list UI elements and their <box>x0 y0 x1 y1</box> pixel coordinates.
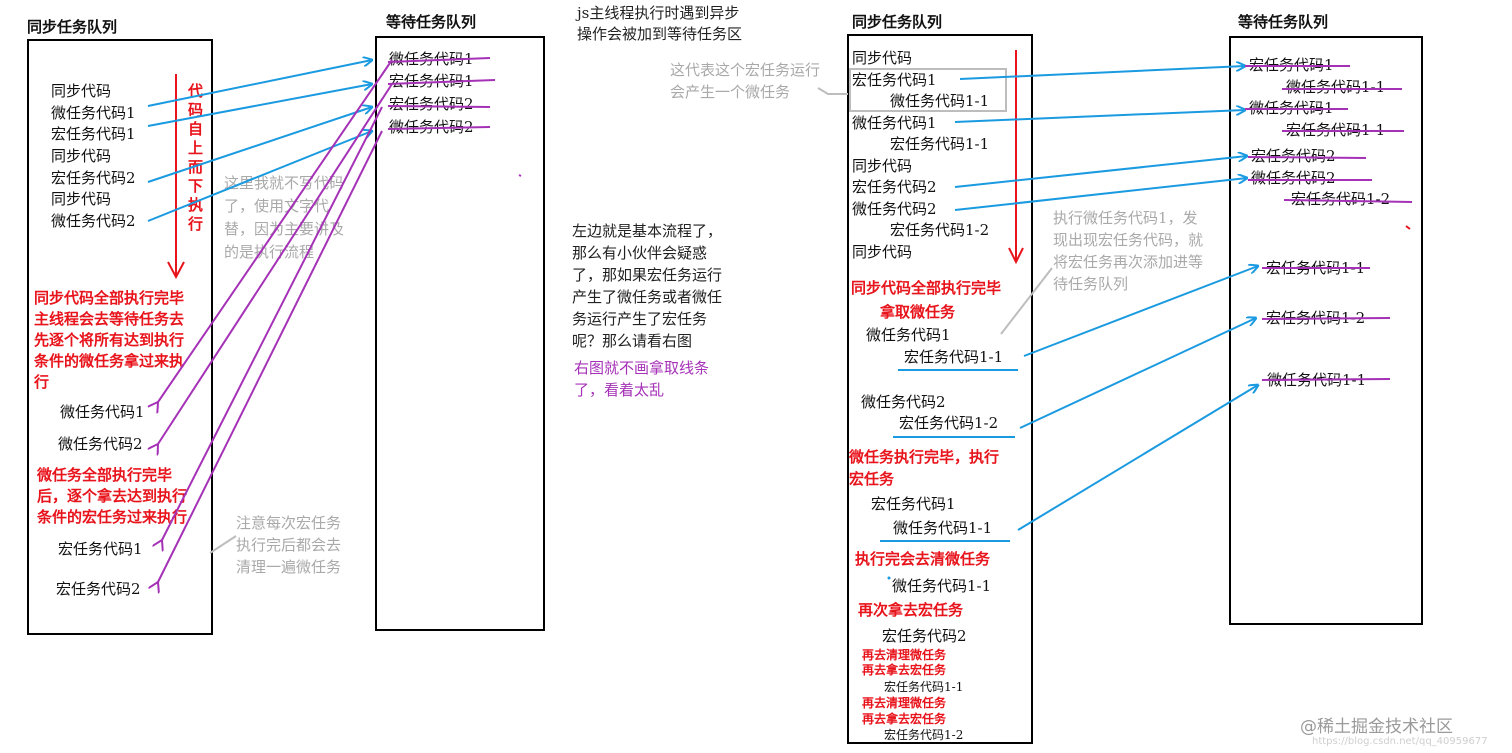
left-red-note-line: 先逐个将所有达到执行 <box>34 331 185 349</box>
right-sync-item: 宏任务代码1 <box>852 71 937 89</box>
left-red-note-line: 条件的微任务拿过来执 <box>34 352 185 370</box>
watermark-url: https://blog.csdn.net/qq_40959677 <box>1312 736 1488 747</box>
left-red-note2-line: 微任务全部执行完毕 <box>37 466 173 484</box>
right-sync-item: 宏任务代码2 <box>852 178 937 196</box>
right-exec-item: 宏任务代码1-2 <box>899 414 999 432</box>
left-sync-item: 同步代码 <box>51 82 112 100</box>
right-small-step: 再去拿去宏任务 <box>862 663 947 677</box>
left-red-note2-line: 后，逐个拿去达到执行 <box>37 487 188 505</box>
right-red-note2-line: 宏任务 <box>849 470 895 488</box>
left-red-note-line: 行 <box>34 373 50 391</box>
right-sync-item: 微任务代码2 <box>852 200 937 218</box>
right-small-step: 再去拿去宏任务 <box>862 712 947 726</box>
middle-purple-note-line: 右图就不画拿取线条 <box>574 359 710 377</box>
left-wait-item: 宏任务代码2 <box>389 95 474 113</box>
left-gray-note2-line: 清理一遍微任务 <box>236 558 342 576</box>
right-exec-item: 微任务代码1-1 <box>892 577 992 595</box>
watermark-brand: @稀土掘金技术社区 <box>1300 717 1453 737</box>
left-red-note-line: 主线程会去等待任务去 <box>34 310 185 328</box>
right-wait-item: 宏任务代码1-1 <box>1266 259 1366 277</box>
middle-explain-line: 务运行产生了宏任务 <box>572 310 708 328</box>
macro-with-micro-highlight-box <box>849 68 1007 112</box>
right-exec-item: 宏任务代码2 <box>882 627 967 645</box>
underline-marker <box>880 540 1010 542</box>
left-sync-item: 微任务代码1 <box>51 104 136 122</box>
right-gray-note-top-line: 这代表这个宏任务运行 <box>670 61 821 79</box>
left-sync-item: 宏任务代码1 <box>51 125 136 143</box>
right-red-note3: 执行完会去清微任务 <box>855 550 991 568</box>
middle-top-note-line: 操作会被加到等待任务区 <box>577 25 743 43</box>
right-small-step: 再去清理微任务 <box>862 648 947 662</box>
left-red-note2-line: 条件的宏任务过来执行 <box>37 508 188 526</box>
left-sync-item: 微任务代码2 <box>51 212 136 230</box>
right-exec-item: 微任务代码2 <box>861 393 946 411</box>
right-wait-item: 微任务代码1 <box>1249 99 1334 117</box>
right-small-step: 宏任务代码1-2 <box>884 728 964 742</box>
middle-explain-line: 了，那如果宏任务运行 <box>572 266 723 284</box>
right-exec-item: 宏任务代码1-1 <box>904 348 1004 366</box>
right-sync-item: 同步代码 <box>852 243 913 261</box>
gray-connector <box>817 87 848 95</box>
left-gray-note: 这里我就不写代码了，使用文字代替，因为主要讲及的是执行流程 <box>224 174 345 261</box>
right-sync-item: 宏任务代码1-2 <box>890 221 990 239</box>
right-gray-note-top-line: 会产生一个微任务 <box>670 83 791 101</box>
right-gray-note-mid-line: 现出现宏任务代码，就 <box>1053 231 1204 249</box>
left-sync-item: 同步代码 <box>51 147 112 165</box>
right-sync-item: 宏任务代码1-1 <box>890 135 990 153</box>
left-wait-item: 微任务代码2 <box>389 118 474 136</box>
right-red-note1-line: 同步代码全部执行完毕 <box>851 279 1002 297</box>
right-wait-item: 宏任务代码1-2 <box>1266 309 1366 327</box>
right-wait-item: 宏任务代码1-1 <box>1286 121 1386 139</box>
left-wait-queue-title: 等待任务队列 <box>386 13 477 31</box>
right-sync-item: 同步代码 <box>852 49 913 67</box>
right-wait-item: 宏任务代码1 <box>1249 56 1334 74</box>
right-wait-queue-title: 等待任务队列 <box>1238 13 1329 31</box>
right-red-note4: 再次拿去宏任务 <box>858 601 964 619</box>
right-wait-item: 微任务代码1-1 <box>1286 78 1386 96</box>
left-sync-item: 同步代码 <box>51 190 112 208</box>
right-sync-item: 微任务代码1 <box>852 114 937 132</box>
right-exec-item: 微任务代码1 <box>866 326 951 344</box>
right-gray-note-mid-line: 待任务队列 <box>1053 275 1129 293</box>
execution-order-vertical-label: 代码自上而下执行 <box>188 82 204 233</box>
right-exec-item: 宏任务代码1 <box>871 495 956 513</box>
left-wait-item: 微任务代码1 <box>389 50 474 68</box>
left-wait-item: 宏任务代码1 <box>389 72 474 90</box>
middle-explain-line: 左边就是基本流程了， <box>572 222 723 240</box>
right-wait-item: 宏任务代码1-2 <box>1291 190 1391 208</box>
left-red-note-line: 同步代码全部执行完毕 <box>34 289 185 307</box>
left-gray-note2-line: 注意每次宏任务 <box>236 514 342 532</box>
right-sync-item: 微任务代码1-1 <box>890 92 990 110</box>
right-sync-item: 同步代码 <box>852 157 913 175</box>
right-exec-item: 微任务代码1-1 <box>893 519 993 537</box>
right-wait-item: 微任务代码2 <box>1251 169 1336 187</box>
left-sync-item: 宏任务代码2 <box>51 169 136 187</box>
right-blue-arrow <box>1017 385 1258 531</box>
left-exec-micro: 微任务代码1 <box>60 403 145 421</box>
middle-purple-note-line: 了，看着太乱 <box>574 381 665 399</box>
right-wait-item: 宏任务代码2 <box>1251 147 1336 165</box>
right-gray-note-mid-line: 执行微任务代码1，发 <box>1053 209 1198 227</box>
right-red-note1-line: 拿取微任务 <box>880 303 956 321</box>
left-exec-micro: 微任务代码2 <box>58 435 143 453</box>
underline-marker <box>893 436 1015 438</box>
left-sync-queue-title: 同步任务队列 <box>27 18 118 36</box>
middle-explain-line: 产生了微任务或者微任 <box>572 288 723 306</box>
gray-connector <box>209 535 237 554</box>
left-exec-macro: 宏任务代码2 <box>56 580 141 598</box>
middle-explain-line: 呢？那么请看右图 <box>572 332 693 350</box>
right-blue-arrow <box>1019 318 1256 429</box>
right-red-note2-line: 微任务执行完毕，执行 <box>849 448 1000 466</box>
left-gray-note2-line: 执行完后都会去 <box>236 536 342 554</box>
left-exec-macro: 宏任务代码1 <box>58 540 143 558</box>
right-sync-queue-title: 同步任务队列 <box>852 13 943 31</box>
middle-explain-line: 那么有小伙伴会疑惑 <box>572 244 708 262</box>
middle-top-note-line: js主线程执行时遇到异步 <box>577 4 740 22</box>
underline-marker <box>898 369 1018 371</box>
right-small-step: 再去清理微任务 <box>862 696 947 710</box>
right-wait-item: 微任务代码1-1 <box>1267 371 1367 389</box>
right-gray-note-mid-line: 将宏任务再次添加进等 <box>1053 253 1204 271</box>
right-small-step: 宏任务代码1-1 <box>884 680 964 694</box>
